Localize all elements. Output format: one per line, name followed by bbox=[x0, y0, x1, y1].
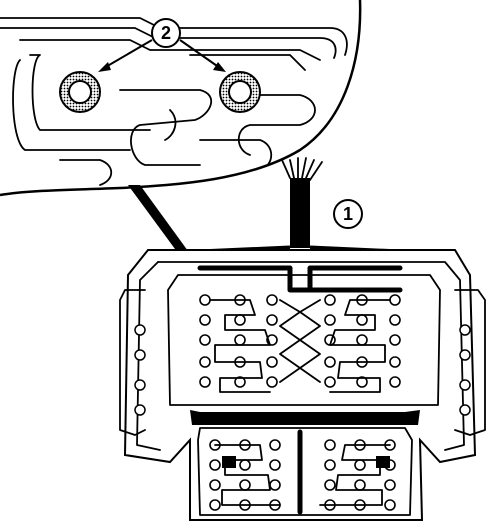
sensor-pad bbox=[384, 479, 396, 491]
sensor-pad bbox=[324, 356, 336, 368]
zigzag-traces bbox=[209, 299, 391, 393]
connector-pad bbox=[219, 71, 261, 113]
sensor-pad bbox=[354, 459, 366, 471]
sensor-pad bbox=[354, 479, 366, 491]
sensor-pad bbox=[239, 479, 251, 491]
sensor-pad bbox=[389, 376, 401, 388]
sensor-pad bbox=[209, 499, 221, 511]
sensor-pad bbox=[324, 439, 336, 451]
sensor-pad bbox=[209, 459, 221, 471]
sensor-pad bbox=[324, 479, 336, 491]
sensor-pad bbox=[356, 314, 368, 326]
left-flap bbox=[119, 289, 146, 436]
callout-2-label: 2 bbox=[161, 23, 171, 43]
sensor-pad bbox=[269, 479, 281, 491]
sensor-pad bbox=[266, 314, 278, 326]
sensor-pad bbox=[266, 376, 278, 388]
seat-cushion-frame bbox=[190, 410, 420, 516]
callout-2: 2 bbox=[98, 18, 226, 72]
sensor-pad bbox=[389, 314, 401, 326]
sensor-pad bbox=[324, 294, 336, 306]
right-flap bbox=[454, 289, 486, 436]
callout-1: 1 bbox=[333, 199, 363, 229]
magnification-pointer bbox=[128, 185, 196, 264]
sensor-pad bbox=[199, 294, 211, 306]
sensor-pad bbox=[389, 294, 401, 306]
sensor-pad bbox=[269, 459, 281, 471]
cable-bundle bbox=[188, 157, 414, 264]
sensor-pad bbox=[356, 334, 368, 346]
sensor-pad bbox=[324, 459, 336, 471]
sensor-pad bbox=[389, 334, 401, 346]
detail-traces bbox=[0, 17, 348, 186]
callout-1-label: 1 bbox=[343, 204, 353, 224]
sensor-pad bbox=[384, 499, 396, 511]
sensor-pad bbox=[199, 356, 211, 368]
sensor-pad bbox=[324, 314, 336, 326]
sensor-pad bbox=[266, 356, 278, 368]
sensor-pad bbox=[239, 459, 251, 471]
sensor-pad bbox=[266, 294, 278, 306]
connector-pad bbox=[59, 71, 101, 113]
sensor-pad bbox=[234, 334, 246, 346]
detail-view bbox=[0, 0, 362, 197]
detail-border bbox=[0, 0, 362, 197]
sensor-pad bbox=[324, 376, 336, 388]
sensor-pad bbox=[199, 334, 211, 346]
backrest-inner-frame bbox=[167, 265, 441, 406]
sensor-mat bbox=[119, 249, 486, 521]
sensor-pad bbox=[199, 314, 211, 326]
sensor-pad bbox=[209, 479, 221, 491]
sensor-pad bbox=[356, 376, 368, 388]
mat-outline bbox=[123, 249, 477, 521]
sensor-pad bbox=[199, 376, 211, 388]
sensor-pad bbox=[389, 356, 401, 368]
sensor-pad bbox=[234, 376, 246, 388]
sensor-pad bbox=[234, 314, 246, 326]
sensor-pad bbox=[269, 439, 281, 451]
